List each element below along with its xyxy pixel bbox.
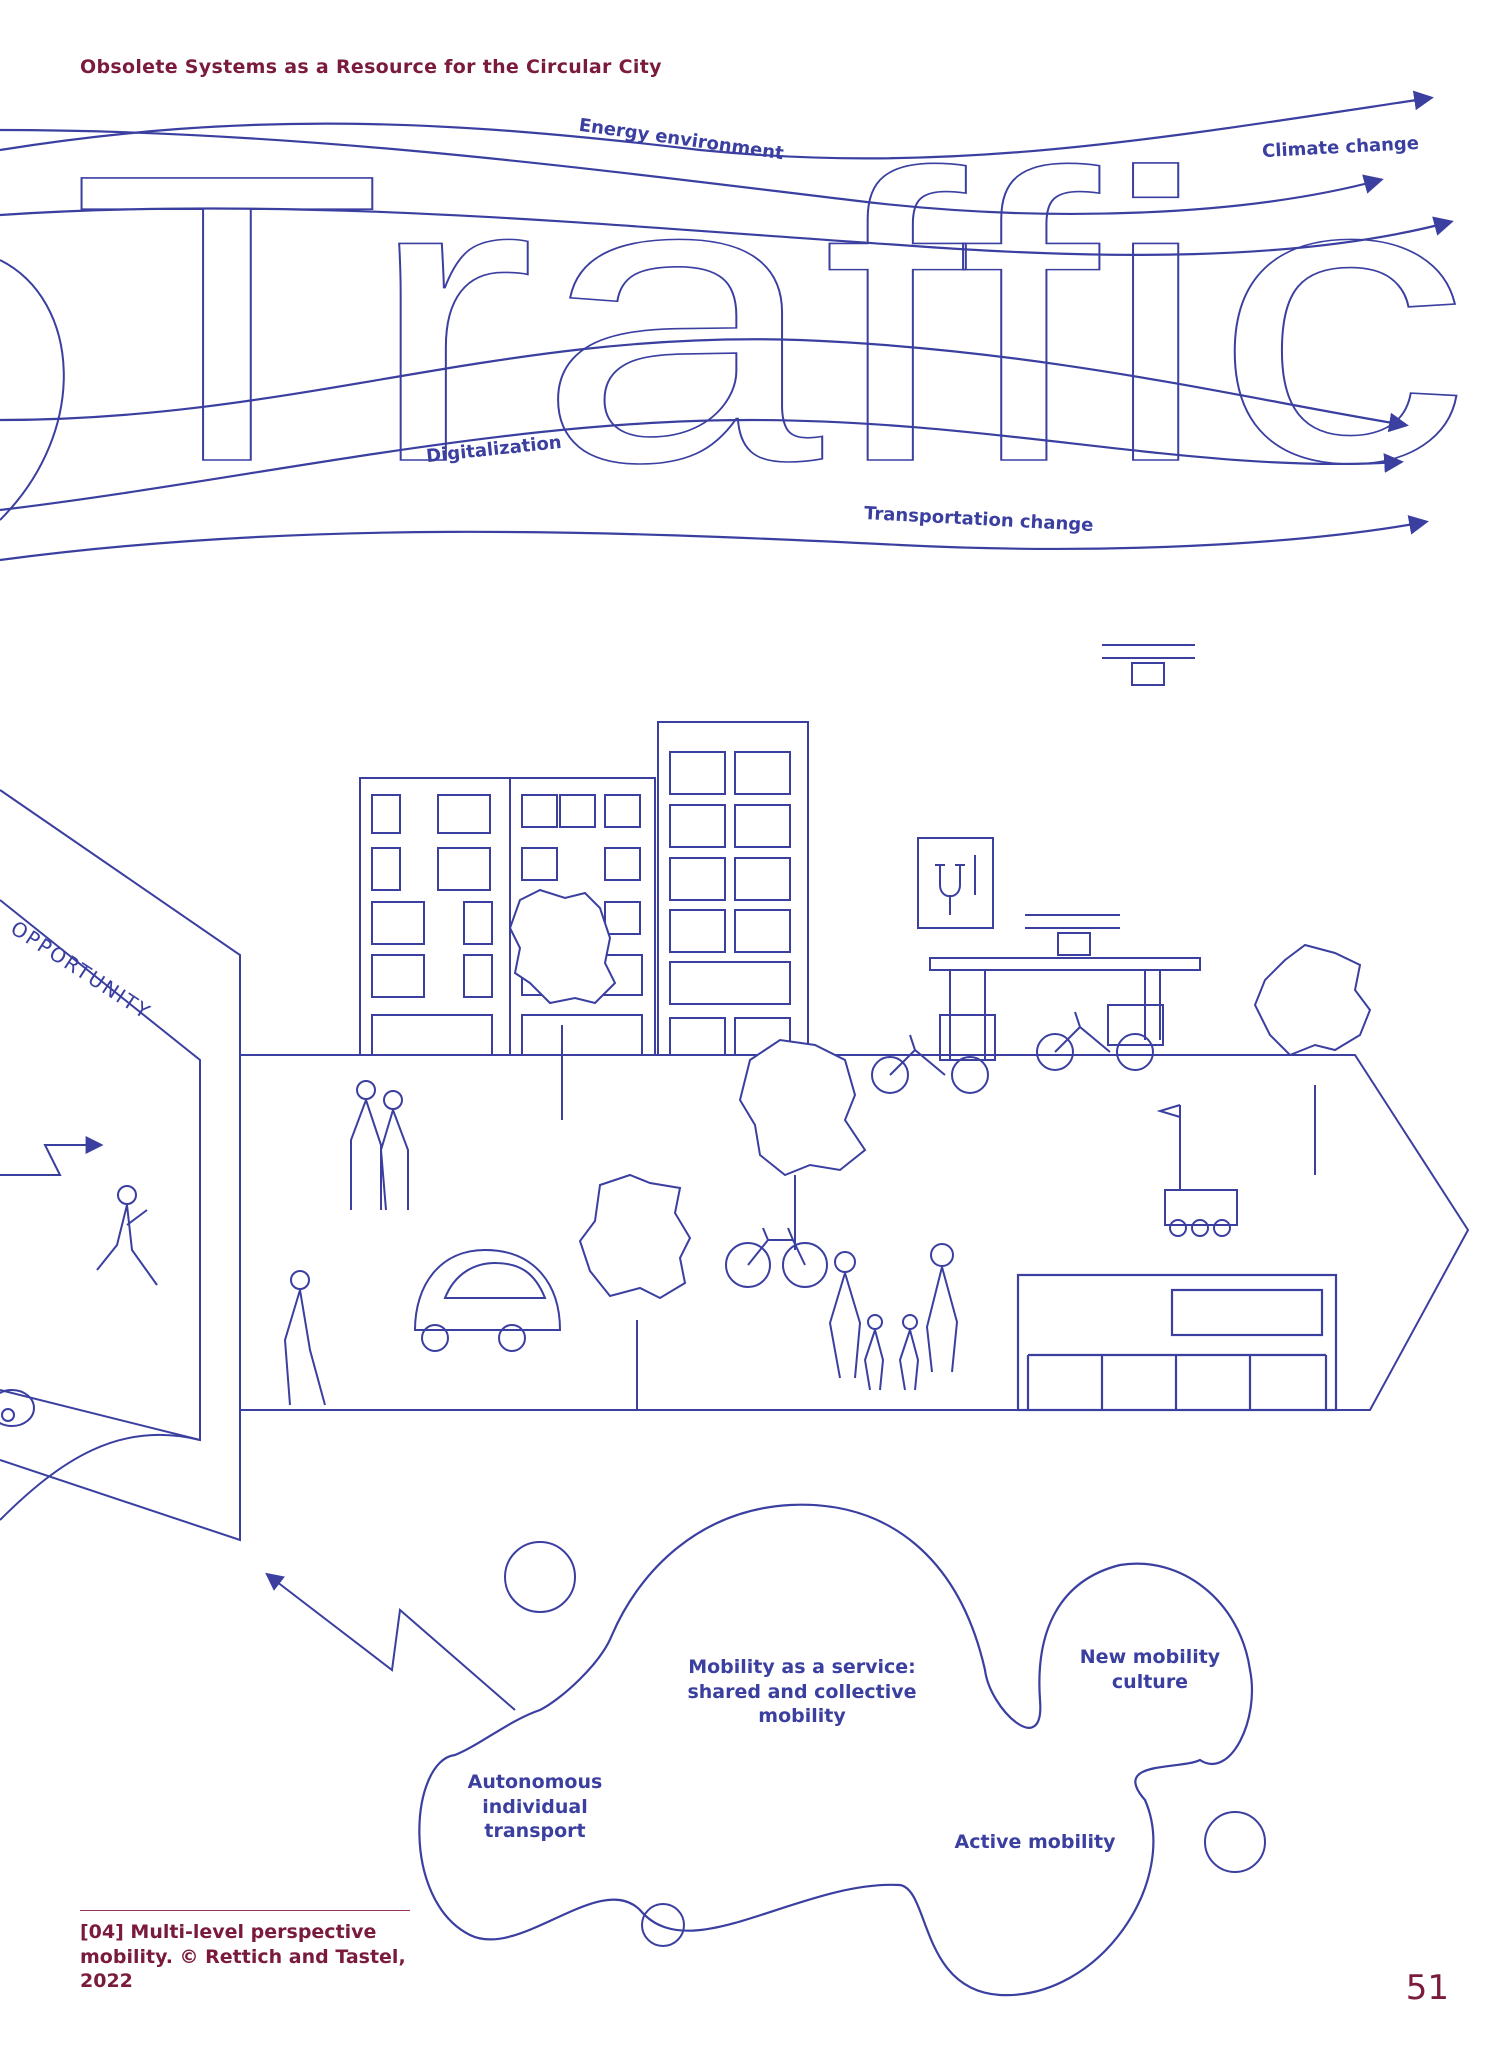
caption-rule [80,1910,410,1911]
shop [1016,1273,1338,1412]
wave-arrow-3 [0,207,1454,256]
niche-label-maas: Mobility as a service: shared and collec… [687,1656,917,1728]
trend-arrows [0,90,1454,562]
drones [1025,644,1195,956]
niche-label-new-culture: New mobility culture [1079,1646,1221,1693]
delivery-robot [1156,1104,1238,1237]
figure-caption: [04] Multi-level perspective mobility. ©… [80,1921,406,1993]
page-number: 51 [1405,1968,1449,2008]
niche-label-active: Active mobility [954,1831,1116,1853]
transport-arrow [0,515,1429,562]
bubble-small-3 [641,1903,685,1947]
niche-label-autonomous: Autonomous individual transport [467,1771,603,1843]
niche-bubble [418,1503,1254,1997]
niche-to-window-arrow [265,1572,516,1711]
bubble-small-1 [504,1541,576,1613]
street-outline [240,1054,1470,1411]
energy-arrow [0,128,1384,215]
buildings [359,721,809,1056]
climate-arrow [0,90,1434,160]
running-title: Obsolete Systems as a Resource for the C… [80,56,662,78]
small-car [413,1248,562,1352]
trees [508,888,1372,1410]
cargo-bikes [871,1004,1164,1094]
left-edge-curve [0,259,65,521]
wave-arrow-4 [0,338,1409,433]
digital-arrow [0,418,1404,512]
opportunity-window [0,789,241,1542]
bubble-small-2 [1204,1811,1266,1873]
window-arrow [0,1136,104,1176]
title-word: Traffic [70,89,1470,547]
bicycle [725,1227,828,1288]
people [96,1080,959,1406]
